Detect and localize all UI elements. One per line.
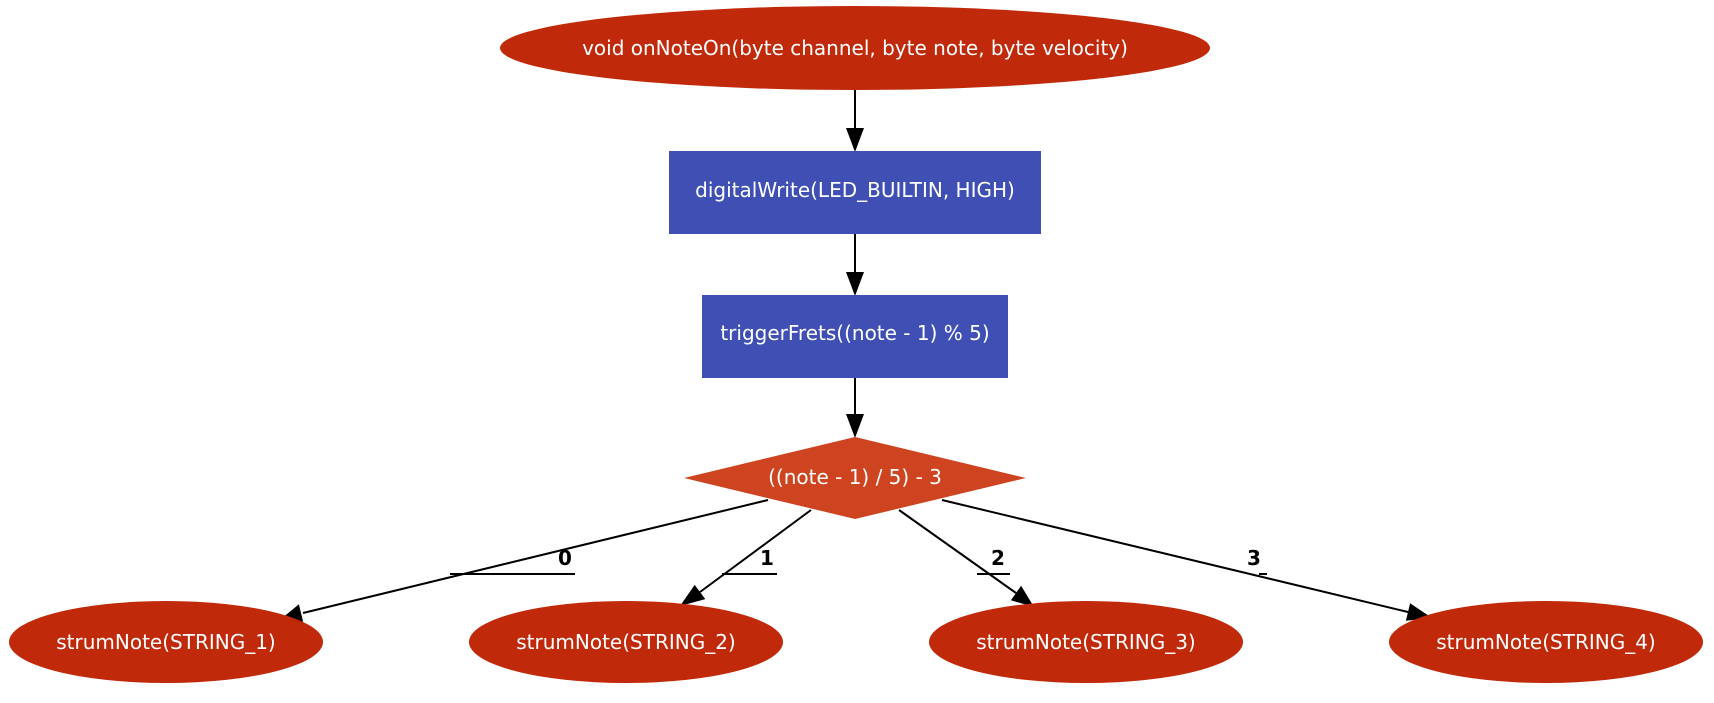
node-switch[interactable]: ((note - 1) / 5) - 3 [684,437,1026,519]
node-string3-label: strumNote(STRING_3) [976,630,1195,654]
node-string1-label: strumNote(STRING_1) [56,630,275,654]
edge-case-2: 2 [898,509,1034,607]
node-string2-shape [469,601,783,683]
node-string1[interactable]: strumNote(STRING_1) [9,601,323,683]
node-string4-shape [1389,601,1703,683]
node-switch-label: ((note - 1) / 5) - 3 [768,465,942,489]
node-string3-shape [929,601,1243,683]
node-led[interactable]: digitalWrite(LED_BUILTIN, HIGH) [669,151,1041,234]
node-entry-shape [500,6,1210,90]
node-led-label: digitalWrite(LED_BUILTIN, HIGH) [695,178,1015,202]
edge-label-2: 2 [991,546,1005,570]
edge-case-0: 0 [281,499,769,622]
node-frets[interactable]: triggerFrets((note - 1) % 5) [702,295,1008,378]
edge-label-0: 0 [558,546,572,570]
edge-label-1: 1 [760,546,774,570]
node-led-shape [669,151,1041,234]
node-switch-shape [684,437,1026,519]
node-frets-label: triggerFrets((note - 1) % 5) [720,321,989,345]
edge-case-3: 3 [941,499,1432,621]
node-entry-label: void onNoteOn(byte channel, byte note, b… [582,36,1128,60]
edge-label-3: 3 [1247,546,1261,570]
node-frets-shape [702,295,1008,378]
node-string1-shape [9,601,323,683]
edge-case-1: 1 [680,509,812,606]
edge-frets-to-switch [846,378,864,438]
node-string2[interactable]: strumNote(STRING_2) [469,601,783,683]
node-string2-label: strumNote(STRING_2) [516,630,735,654]
edge-entry-to-led [846,90,864,152]
node-string3[interactable]: strumNote(STRING_3) [929,601,1243,683]
node-entry[interactable]: void onNoteOn(byte channel, byte note, b… [500,6,1210,90]
node-string4-label: strumNote(STRING_4) [1436,630,1655,654]
edge-led-to-frets [846,234,864,296]
node-string4[interactable]: strumNote(STRING_4) [1389,601,1703,683]
